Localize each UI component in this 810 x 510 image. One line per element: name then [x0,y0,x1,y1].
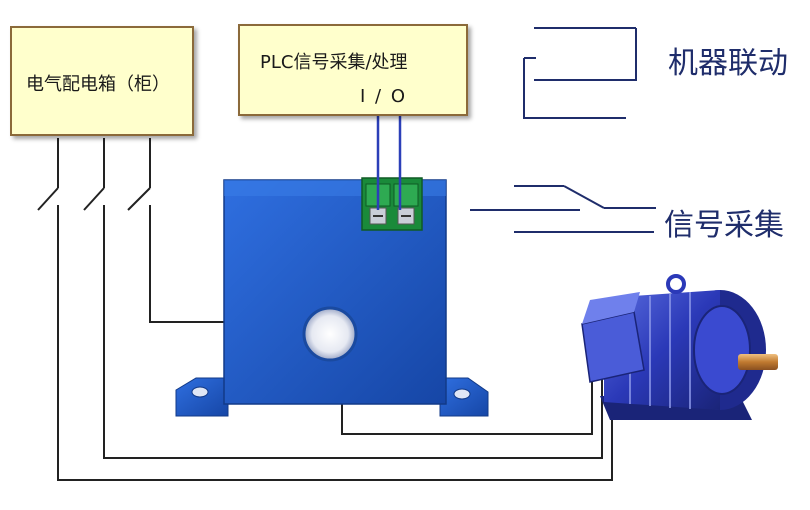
phase-line-2-lower [103,205,603,459]
signal-acquisition-label: 信号采集 [664,208,784,243]
cabinet-label: 电气配电箱（柜） [26,74,170,95]
cabinet-box: 电气配电箱（柜） [10,26,194,136]
motor-icon [581,274,778,420]
machine-linkage-label: 机器联动 [668,46,788,81]
linkage-contact-symbol [523,27,637,119]
signal-contact-symbol [470,185,656,233]
switch-contact-icon [37,187,59,211]
current-sensor-icon [175,179,489,417]
switch-contact-icon [127,187,151,211]
switch-contact-icon [83,187,105,211]
plc-io-label: I / O [360,86,407,107]
plc-box: PLC信号采集/处理 I / O [238,24,468,116]
terminal-block-icon [361,177,423,231]
plc-label: PLC信号采集/处理 [260,52,408,73]
io-signal-wires [376,116,402,210]
phase-line-3-lower [149,205,226,323]
phase-line-1-lower [57,205,613,481]
